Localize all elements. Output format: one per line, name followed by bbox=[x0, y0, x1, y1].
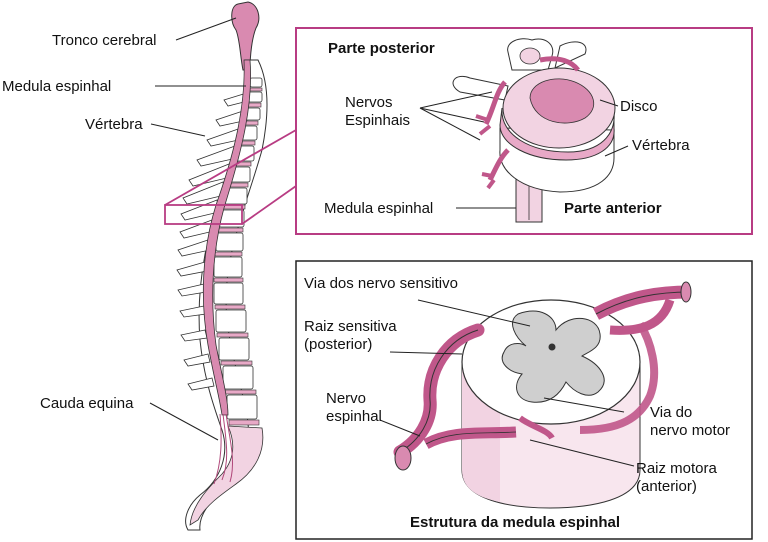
leader-lines-bottom bbox=[379, 299, 635, 467]
callout-line-bottom bbox=[241, 185, 297, 225]
callout-line-top bbox=[164, 129, 297, 206]
label-via-sensitivo: Via dos nervo sensitivo bbox=[304, 275, 458, 292]
spine-illustration bbox=[164, 1, 268, 531]
label-raiz-sensitiva: Raiz sensitiva bbox=[304, 318, 397, 335]
label-via-do: Via do bbox=[650, 404, 693, 421]
label-tronco-cerebral: Tronco cerebral bbox=[52, 32, 157, 49]
spinal-cord bbox=[202, 59, 251, 416]
label-raiz-motora-anterior: (anterior) bbox=[636, 478, 697, 495]
label-parte-posterior: Parte posterior bbox=[328, 40, 435, 57]
label-raiz-motora: Raiz motora bbox=[636, 460, 717, 477]
label-parte-anterior: Parte anterior bbox=[564, 200, 662, 217]
label-nervo-motor: nervo motor bbox=[650, 422, 731, 439]
label-vertebra-left: Vértebra bbox=[85, 116, 143, 133]
highlight-box bbox=[164, 204, 243, 225]
grey-matter bbox=[501, 310, 605, 403]
leader-lines-left bbox=[149, 17, 246, 441]
label-nervos: Nervos bbox=[345, 94, 393, 111]
label-medula-espinhal-top: Medula espinhal bbox=[324, 200, 434, 217]
label-vertebra-top: Vértebra bbox=[632, 137, 690, 154]
label-medula-espinhal-left: Medula espinhal bbox=[2, 78, 112, 95]
label-espinhais: Espinhais bbox=[345, 112, 411, 129]
cross-section-illustration bbox=[393, 281, 692, 509]
caption-estrutura-medula: Estrutura da medula espinhal bbox=[410, 514, 621, 531]
leader-lines-top bbox=[419, 91, 629, 209]
vertebra-illustration bbox=[452, 38, 616, 223]
sacrum bbox=[189, 425, 264, 526]
label-nervo: Nervo bbox=[326, 390, 367, 407]
label-disco: Disco bbox=[620, 98, 658, 115]
label-espinhal: espinhal bbox=[326, 408, 382, 425]
label-raiz-sensitiva-posterior: (posterior) bbox=[304, 336, 373, 353]
label-cauda-equina: Cauda equina bbox=[40, 395, 134, 412]
